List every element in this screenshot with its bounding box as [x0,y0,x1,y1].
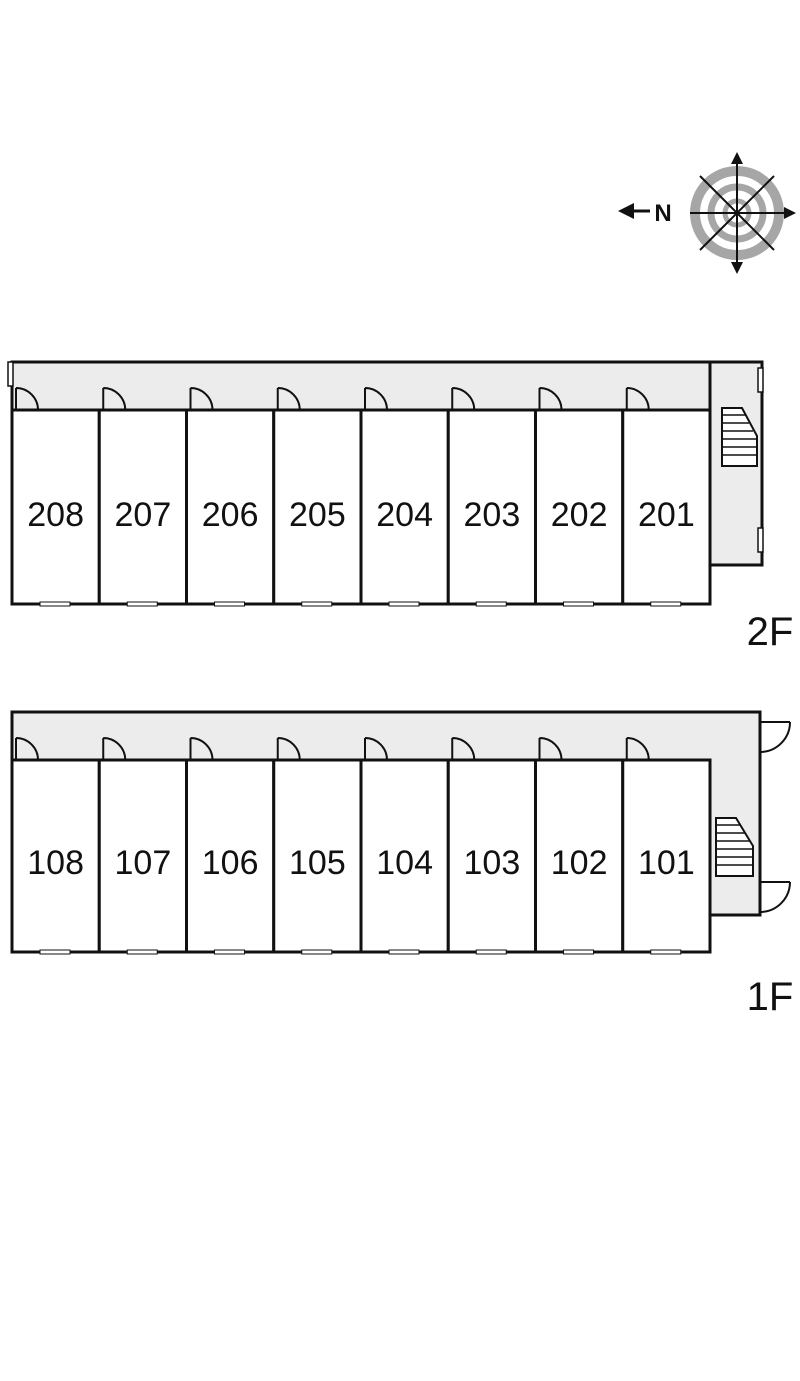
unit-204[interactable]: 204 [359,387,450,607]
unit-number: 101 [638,844,695,882]
unit-205[interactable]: 205 [272,387,363,607]
door-icon [451,737,476,761]
door-icon [625,737,650,761]
door-icon [189,387,214,411]
floor-1f: 108 107 106 105 104 103 102 101 1F [10,710,794,1019]
floor-2f: 208 207 206 205 204 203 202 201 2F [7,360,794,654]
staircase-icon [715,817,754,877]
unit-number: 106 [202,844,259,882]
unit-number: 102 [551,844,608,882]
door-icon [276,737,301,761]
north-label: N [654,200,671,227]
door-icon [364,387,388,411]
door-icon [625,387,650,411]
unit-206[interactable]: 206 [185,387,276,607]
window-icon [39,601,71,607]
unit-106[interactable]: 106 [185,737,276,955]
corridor-2f [10,360,712,412]
unit-number: 203 [464,496,521,534]
window-icon [39,949,71,955]
door-icon [364,737,388,761]
unit-104[interactable]: 104 [359,737,450,955]
exit-door-icon [759,881,791,913]
unit-number: 208 [27,496,84,534]
unit-202[interactable]: 202 [534,387,625,607]
unit-number: 204 [376,496,433,534]
window-icon [214,601,245,607]
door-icon [102,387,127,411]
window-icon [563,601,594,607]
unit-number: 107 [115,844,172,882]
unit-number: 108 [27,844,84,882]
door-icon [276,387,301,411]
unit-208[interactable]: 208 [10,387,101,607]
window-icon [301,949,333,955]
staircase-icon [721,407,758,467]
unit-201[interactable]: 201 [621,387,712,607]
unit-107[interactable]: 107 [97,737,188,955]
unit-108[interactable]: 108 [10,737,101,955]
unit-103[interactable]: 103 [446,737,537,955]
door-icon [102,737,127,761]
window-icon [475,949,507,955]
window-icon [214,949,245,955]
unit-203[interactable]: 203 [446,387,537,607]
window-icon [650,601,682,607]
unit-207[interactable]: 207 [97,387,188,607]
compass-icon: N [618,152,796,274]
unit-number: 201 [638,496,695,534]
window-icon [126,601,158,607]
floor-label-1f: 1F [747,975,794,1019]
window-icon [650,949,682,955]
unit-number: 202 [551,496,608,534]
unit-101[interactable]: 101 [621,737,712,955]
window-icon [563,949,594,955]
door-icon [538,737,563,761]
unit-number: 103 [464,844,521,882]
unit-105[interactable]: 105 [272,737,363,955]
door-icon [538,387,563,411]
unit-102[interactable]: 102 [534,737,625,955]
window-icon [388,601,420,607]
door-icon [15,387,39,411]
door-icon [15,737,39,761]
door-icon [189,737,214,761]
window-icon [475,601,507,607]
unit-number: 207 [115,496,172,534]
unit-number: 206 [202,496,259,534]
window-icon [301,601,333,607]
exit-door-icon [759,721,791,753]
window-icon [126,949,158,955]
unit-number: 104 [376,844,433,882]
unit-number: 205 [289,496,346,534]
door-icon [451,387,476,411]
window-icon [388,949,420,955]
unit-number: 105 [289,844,346,882]
floor-label-2f: 2F [747,610,794,654]
